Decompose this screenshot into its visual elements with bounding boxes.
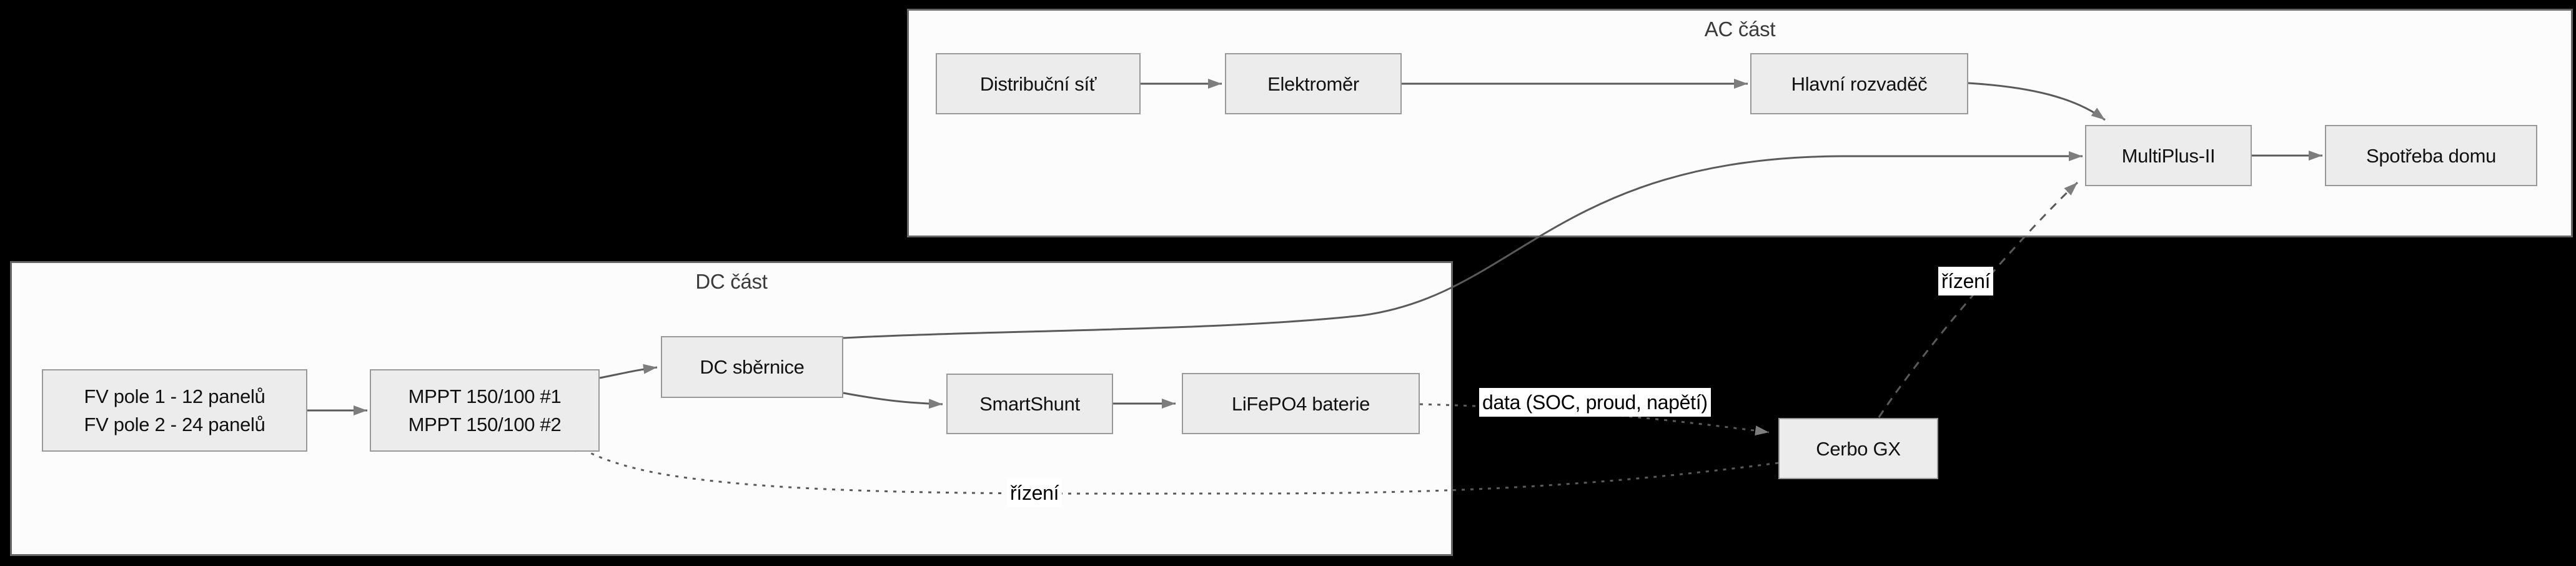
node-cerbo-gx: Cerbo GX	[1778, 418, 1938, 479]
node-multiplus-label: MultiPlus-II	[2121, 144, 2216, 167]
node-house-load-label: Spotřeba domu	[2365, 144, 2497, 167]
cluster-ac-label: AC část	[1704, 17, 1776, 41]
edge-label-control-ac: řízení	[1938, 267, 1994, 295]
node-mppt-line2: MPPT 150/100 #2	[408, 414, 562, 435]
node-mppt: MPPT 150/100 #1 MPPT 150/100 #2	[370, 369, 600, 452]
edge-battery-to-cerbo-data	[1419, 403, 1770, 436]
node-dc-bus-label: DC sběrnice	[700, 356, 805, 378]
edge-mainpanel-to-multiplus	[1968, 82, 2106, 121]
edge-mppt-to-dcbus	[599, 364, 658, 379]
node-dc-bus: DC sběrnice	[661, 336, 843, 398]
node-main-panel-label: Hlavní rozvaděč	[1791, 72, 1928, 95]
edge-label-data: data (SOC, proud, napětí)	[1479, 388, 1711, 417]
edge-cerbo-to-mppt-control	[568, 438, 1779, 495]
node-grid: Distribuční síť	[936, 53, 1141, 114]
node-cerbo-gx-label: Cerbo GX	[1816, 437, 1901, 460]
edge-dcbus-to-smartshunt	[843, 392, 943, 409]
node-multiplus: MultiPlus-II	[2085, 125, 2252, 186]
node-smartshunt-label: SmartShunt	[979, 393, 1080, 415]
node-mppt-line1: MPPT 150/100 #1	[408, 385, 562, 407]
node-pv-arrays: FV pole 1 - 12 panelů FV pole 2 - 24 pan…	[42, 369, 307, 452]
edge-cerbo-to-multiplus-control	[1878, 181, 2079, 418]
edge-dcbus-to-multiplus	[843, 151, 2083, 339]
node-battery: LiFePO4 baterie	[1182, 373, 1420, 434]
node-meter-label: Elektroměr	[1267, 72, 1359, 95]
node-smartshunt: SmartShunt	[946, 374, 1113, 434]
node-grid-label: Distribuční síť	[979, 72, 1097, 95]
node-pv-line2: FV pole 2 - 24 panelů	[84, 414, 265, 435]
node-meter: Elektroměr	[1225, 53, 1402, 114]
cluster-ac: AC část	[907, 9, 2573, 237]
cluster-dc-label: DC část	[695, 270, 768, 293]
edge-label-control-dc: řízení	[1007, 479, 1063, 507]
node-main-panel: Hlavní rozvaděč	[1750, 53, 1968, 114]
node-house-load: Spotřeba domu	[2325, 125, 2537, 186]
node-pv-line1: FV pole 1 - 12 panelů	[84, 385, 265, 407]
node-battery-label: LiFePO4 baterie	[1231, 392, 1370, 415]
